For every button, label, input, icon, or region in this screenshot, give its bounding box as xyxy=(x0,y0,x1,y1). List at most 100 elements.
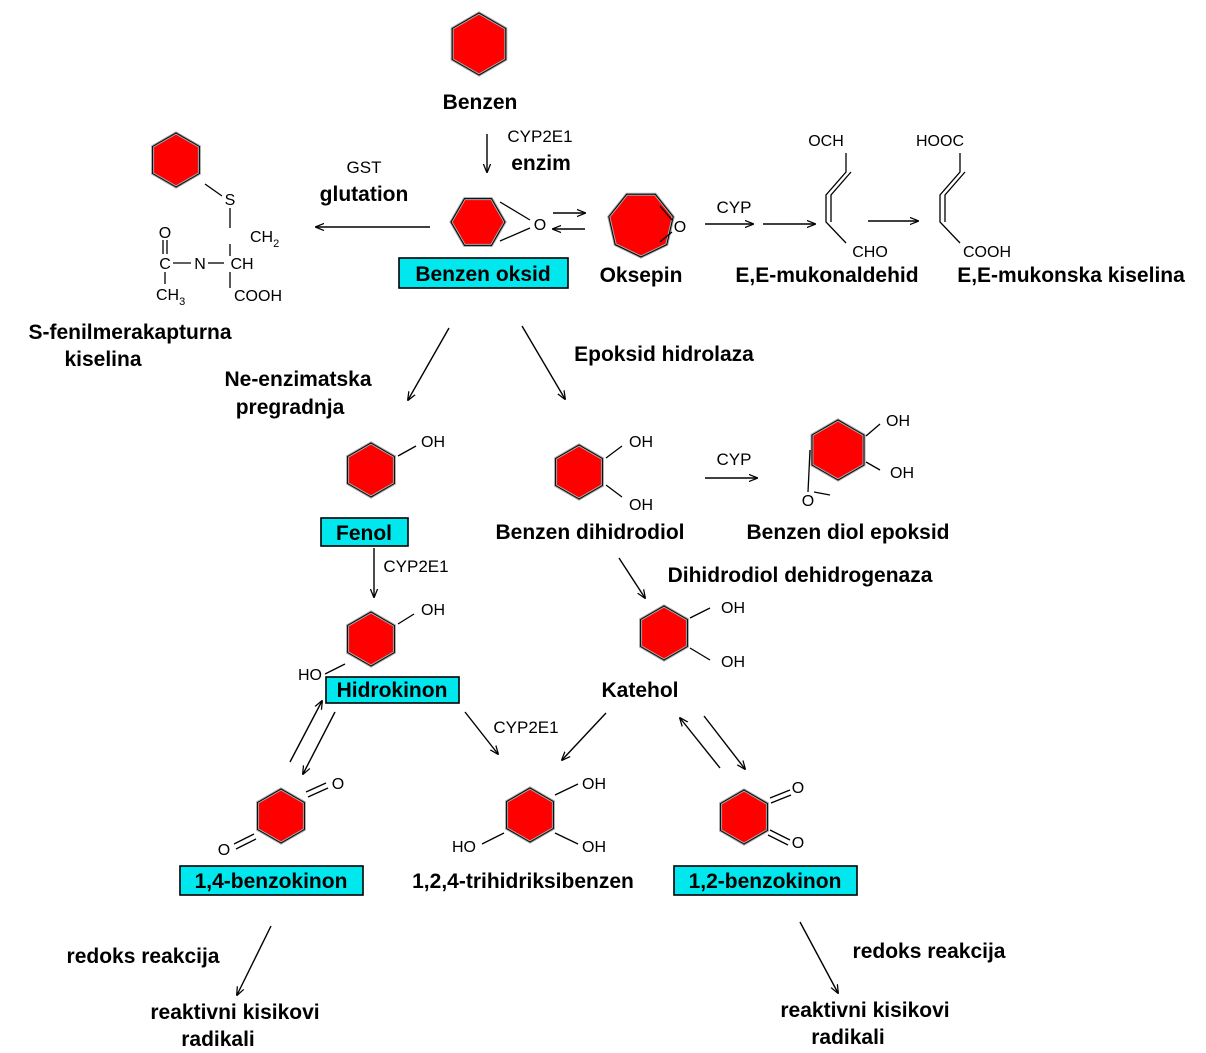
ring-benzen-oksid-outline xyxy=(450,198,506,246)
arrow-oksid-to-dihidrodiol xyxy=(521,325,565,399)
arrow-hidrokinon-to-benzokinon14 xyxy=(303,711,336,774)
ring-benzokinon-14-outline xyxy=(257,788,305,844)
enzyme-epoksid-hidrolaza: Epoksid hidrolaza xyxy=(574,343,754,366)
atom-o-epox-diol: O xyxy=(802,493,814,510)
atom-oh-tri-2: OH xyxy=(582,839,606,856)
enzyme-cyp-diol: CYP xyxy=(717,450,752,469)
ring-katehol-outline xyxy=(640,605,688,661)
ring-fenol xyxy=(346,441,396,499)
ring-benzen-dihidrodiol-outline xyxy=(555,444,603,500)
enzyme-redoks-right: redoks reakcija xyxy=(853,940,1006,963)
ring-katehol xyxy=(639,604,689,662)
label-katehol: Katehol xyxy=(601,679,678,702)
ring-trihidroksibenzen-outline xyxy=(506,787,554,843)
ring-fenol-outline xyxy=(347,442,395,498)
highlight-benzokinon-14 xyxy=(179,865,364,896)
label-sfenilmerakapturna-2: kiselina xyxy=(64,348,141,371)
atom-oh-hidrokinon: OH xyxy=(421,602,445,619)
ring-oksepin xyxy=(607,192,675,259)
reaction-arrows xyxy=(237,134,918,995)
enzyme-gst: GST xyxy=(347,158,382,177)
label-benzokinon-12: 1,2-benzokinon xyxy=(689,870,842,893)
atom-ho-tri: HO xyxy=(452,839,476,856)
ring-benzokinon-14 xyxy=(256,787,306,845)
label-hidrokinon: Hidrokinon xyxy=(337,679,448,702)
atom-c-acetyl: C xyxy=(159,256,171,273)
atom-o-14-top: O xyxy=(332,776,344,793)
atom-cho: CHO xyxy=(852,244,888,261)
enzyme-glutation: glutation xyxy=(320,183,409,206)
ring-oksepin-outline xyxy=(608,193,674,258)
highlight-hidrokinon xyxy=(325,676,460,704)
atom-s: S xyxy=(225,192,236,209)
atom-oh-fenol: OH xyxy=(421,434,445,451)
enzyme-cyp2e1-top: CYP2E1 xyxy=(507,127,572,146)
atom-cooh-mukon: COOH xyxy=(963,244,1011,261)
atom-oh-tri-1: OH xyxy=(582,776,606,793)
ring-sfenil xyxy=(151,131,201,189)
arrow-benzokinon12-redoks xyxy=(799,921,838,993)
ring-hidrokinon xyxy=(346,610,396,668)
label-benzen-diol-epoksid: Benzen diol epoksid xyxy=(746,521,949,544)
highlight-fenol xyxy=(320,517,409,547)
label-benzen-oksid: Benzen oksid xyxy=(415,263,550,286)
label-trihidroksibenzen: 1,2,4-trihidriksibenzen xyxy=(412,870,634,893)
atom-hooc: HOOC xyxy=(916,133,964,150)
arrow-oksid-to-fenol xyxy=(408,327,450,400)
atom-o-epoxide: O xyxy=(534,217,546,234)
ring-benzokinon-12 xyxy=(719,788,769,846)
ring-benzen-oksid xyxy=(449,197,507,247)
label-sfenilmerakapturna-1: S-fenilmerakapturna xyxy=(28,321,231,344)
label-reaktivni-left-2: radikali xyxy=(181,1028,255,1051)
atom-ho-hidrokinon: HO xyxy=(298,667,322,684)
enzyme-dihidrodiol-dehidrogenaza: Dihidrodiol dehidrogenaza xyxy=(668,564,933,587)
atom-oh-epox-2: OH xyxy=(890,465,914,482)
enzyme-labels: CYP2E1 enzim GST glutation CYP Ne-enzima… xyxy=(67,127,1006,968)
enzyme-redoks-left: redoks reakcija xyxy=(67,945,220,968)
enzyme-ne-enzimatska-1: Ne-enzimatska xyxy=(224,368,371,391)
label-benzen-dihidrodiol: Benzen dihidrodiol xyxy=(496,521,685,544)
atom-och: OCH xyxy=(808,133,844,150)
atom-oh-katehol-1: OH xyxy=(721,600,745,617)
label-mukonska-kiselina: E,E-mukonska kiselina xyxy=(957,264,1185,287)
atom-o-12-1: O xyxy=(792,780,804,797)
atom-o-12-2: O xyxy=(792,835,804,852)
atom-oh-diol-1: OH xyxy=(629,434,653,451)
label-reaktivni-left-1: reaktivni kisikovi xyxy=(150,1001,319,1024)
atom-o-14-bottom: O xyxy=(218,842,230,859)
compound-labels: Benzen Benzen oksid Oksepin E,E-mukonald… xyxy=(28,91,1185,1051)
label-reaktivni-right-1: reaktivni kisikovi xyxy=(780,999,949,1022)
enzyme-enzim: enzim xyxy=(511,152,571,175)
arrow-hidrokinon-to-trihidroksi xyxy=(464,711,498,754)
atom-oh-diol-2: OH xyxy=(629,497,653,514)
highlight-benzen-oksid xyxy=(398,257,569,289)
arrow-katehol-to-trihidroksi xyxy=(562,712,607,760)
atom-labels: O O OCH CHO HOOC COOH S CH2 O C N CH CH3… xyxy=(156,133,1011,859)
ring-diol-epoksid xyxy=(810,418,866,482)
arrow-dihidrodiol-to-katehol xyxy=(618,557,645,598)
label-benzokinon-14: 1,4-benzokinon xyxy=(195,870,348,893)
atom-n: N xyxy=(194,256,206,273)
enzyme-cyp-mukon: CYP xyxy=(717,198,752,217)
atom-oh-epox-1: OH xyxy=(886,413,910,430)
ring-benzen-outline xyxy=(451,12,507,76)
bonds xyxy=(162,153,966,850)
ring-sfenil-outline xyxy=(152,132,200,188)
arrow-katehol-to-benzokinon12 xyxy=(703,715,745,769)
atom-ch: CH xyxy=(230,256,253,273)
ring-hidrokinon-outline xyxy=(347,611,395,667)
atom-o-acetyl: O xyxy=(159,225,171,242)
atom-ch2: CH2 xyxy=(250,229,279,250)
ring-benzokinon-12-outline xyxy=(720,789,768,845)
enzyme-cyp2e1-tri: CYP2E1 xyxy=(493,718,558,737)
label-oksepin: Oksepin xyxy=(600,264,683,287)
ring-benzen-dihidrodiol xyxy=(554,443,604,501)
label-reaktivni-right-2: radikali xyxy=(811,1026,885,1049)
label-benzen: Benzen xyxy=(443,91,518,114)
atom-ch3: CH3 xyxy=(156,287,185,308)
arrow-benzokinon14-to-hidrokinon xyxy=(289,701,322,763)
atom-oh-katehol-2: OH xyxy=(721,654,745,671)
highlight-benzokinon-12 xyxy=(673,865,858,896)
label-fenol: Fenol xyxy=(336,522,392,545)
